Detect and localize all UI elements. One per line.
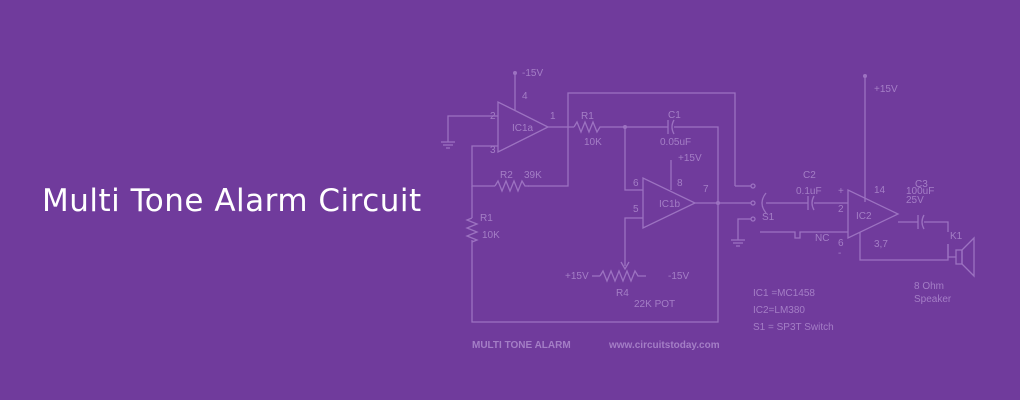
ic2-supply-node (863, 74, 867, 78)
speaker-body (955, 249, 963, 265)
ic2-neg-wire (760, 231, 848, 239)
r1-left-resistor (465, 217, 479, 243)
ic2-label: IC2 (856, 211, 872, 222)
c3-value: 100uF (906, 186, 934, 197)
c3-rating: 25V (906, 195, 924, 206)
r2-resistor (494, 179, 529, 193)
ic1b-pin7: 7 (703, 184, 709, 195)
c2-value: 0.1uF (796, 186, 822, 197)
ic1b-supply-label: +15V (678, 153, 702, 164)
note-ic2: IC2=LM380 (753, 305, 805, 316)
ground-symbol-2 (731, 239, 745, 247)
ic1b-pin6: 6 (633, 178, 639, 189)
s1-contact-2 (750, 200, 756, 206)
c1-name: C1 (668, 110, 681, 121)
ic2-pin2: 2 (838, 204, 844, 215)
k1-label-line2: Speaker (914, 294, 952, 305)
page-title: Multi Tone Alarm Circuit (42, 183, 422, 219)
s1-ground-wire (737, 218, 751, 240)
s1-name: S1 (762, 212, 775, 223)
r1-top-value: 10K (584, 137, 602, 148)
k1-label-line1: 8 Ohm (914, 281, 944, 292)
ic1b-label: IC1b (659, 199, 681, 210)
ic1a-label: IC1a (512, 123, 534, 134)
ic1a-pin4: 4 (522, 91, 528, 102)
r4-name: R4 (616, 288, 629, 299)
c1-capacitor (667, 119, 675, 135)
c2-capacitor (807, 195, 815, 211)
ic2-plus: + (838, 186, 844, 197)
note-s1: S1 = SP3T Switch (753, 322, 834, 333)
ic1b-neg-wire (624, 127, 643, 191)
s1-arm (761, 192, 767, 214)
c2-name: C2 (803, 170, 816, 181)
s1-contact-3 (750, 216, 756, 222)
ic1a-opamp (497, 100, 550, 154)
c3-name: C3 (915, 179, 928, 190)
website-credit: www.circuitstoday.com (608, 340, 720, 351)
c1-loop-wire (471, 126, 719, 323)
ic1b-pos-wire (624, 217, 643, 256)
r4-right-supply: -15V (668, 271, 689, 282)
ground-symbol-1 (441, 141, 455, 149)
r1-top-resistor (573, 120, 612, 134)
ic2-minus: - (838, 248, 841, 259)
ic1b-pin8: 8 (677, 178, 683, 189)
ic2-amplifier (847, 188, 900, 240)
speaker-cone-icon (961, 236, 975, 278)
ic1a-supply-node (513, 71, 517, 75)
r4-wiper (620, 256, 630, 271)
ic2-pin6: 6 (838, 238, 844, 249)
ic1a-pin1: 1 (550, 111, 556, 122)
r4-value: 22K POT (634, 299, 675, 310)
ic1b-opamp (642, 176, 697, 230)
junction-ic1b-out (716, 201, 720, 205)
ic1a-out-feed-wire (548, 92, 736, 186)
s1-contact-1 (750, 183, 756, 189)
speaker-wire (947, 244, 956, 258)
ic1b-pin5: 5 (633, 204, 639, 215)
c1-value: 0.05uF (660, 137, 691, 148)
note-ic1: IC1 =MC1458 (753, 288, 815, 299)
r1-left-value: 10K (482, 230, 500, 241)
ic2-pin14: 14 (874, 185, 886, 196)
ic1a-ground-wire (447, 115, 498, 142)
c3-capacitor (917, 214, 925, 230)
ic1a-pos-wire (471, 145, 498, 187)
schematic-caption: MULTI TONE ALARM (472, 340, 571, 351)
r4-potentiometer (599, 269, 646, 283)
r2-name: R2 (500, 170, 513, 181)
r4-left-supply: +15V (565, 271, 589, 282)
k1-name: K1 (950, 231, 963, 242)
r2-feedback-wire (528, 127, 569, 187)
ic2-pin37: 3,7 (874, 239, 888, 250)
ic1a-pin3: 3 (490, 145, 496, 156)
ic2-nc: NC (815, 233, 829, 244)
c3-speaker-wire (924, 221, 949, 232)
r2-value: 39K (524, 170, 542, 181)
r1-top-name: R1 (581, 111, 594, 122)
ic2-supply-label: +15V (874, 84, 898, 95)
r1-left-name: R1 (480, 213, 493, 224)
ic1a-supply-label: -15V (522, 68, 543, 79)
